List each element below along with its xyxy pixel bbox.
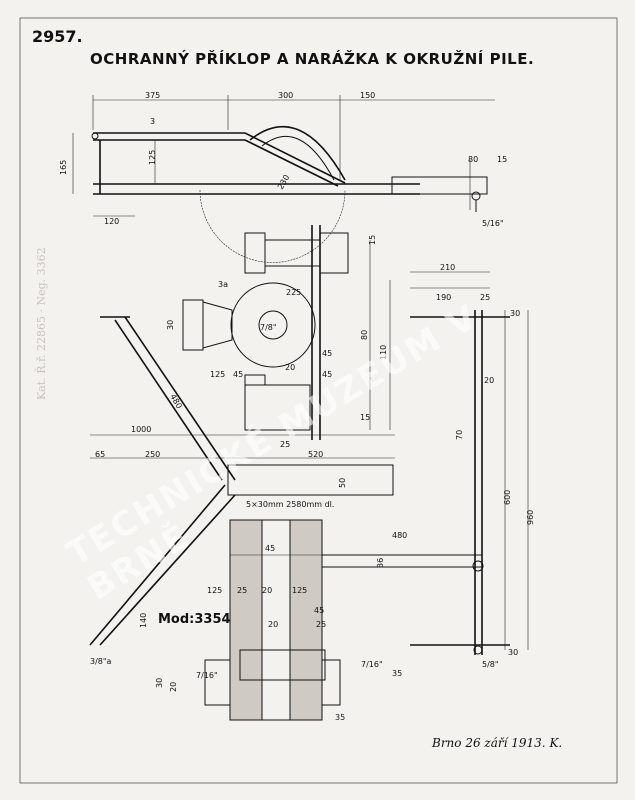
dimension-label: 210 xyxy=(440,263,455,272)
dimension-label: 45 xyxy=(314,606,324,615)
dimension-label: 15 xyxy=(360,413,370,422)
dimension-label: 20 xyxy=(484,376,494,385)
dimension-label: 35 xyxy=(335,713,345,722)
dimension-label: 5×30mm 2580mm dl. xyxy=(246,500,334,509)
dimension-label: 45 xyxy=(265,544,275,553)
dimension-label: 165 xyxy=(59,160,68,175)
dimension-label: 480 xyxy=(392,531,407,540)
dimension-label: 20 xyxy=(268,620,278,629)
dimension-label: 7/8" xyxy=(260,323,277,332)
dimension-label: 125 xyxy=(292,586,307,595)
dimension-label: 960 xyxy=(526,510,535,525)
dimension-label: 3a xyxy=(218,280,228,289)
dimension-label: 45 xyxy=(322,349,332,358)
dimension-label: 3 xyxy=(150,117,155,126)
dimension-label: 480 xyxy=(168,393,183,411)
dimension-label: 50 xyxy=(338,478,347,488)
dimension-label: 190 xyxy=(436,293,451,302)
dimension-label: 120 xyxy=(104,217,119,226)
dimension-label: 45 xyxy=(322,370,332,379)
stop-bracket-view: 210 190 25 30 20 70 600 960 480 36 30 5/… xyxy=(321,263,535,669)
dimension-label: 15 xyxy=(368,235,377,245)
bolt-ring-view: 3a 225 30 7/8" 25 125 45 20 45 15 45 80 … xyxy=(166,225,391,449)
dimension-label: 45 xyxy=(233,370,243,379)
brace-view: 480 1000 65 250 520 50 5×30mm 2580mm dl.… xyxy=(89,316,395,666)
dimension-label: 375 xyxy=(145,91,160,100)
dimension-label: 30 xyxy=(166,320,175,330)
dimension-label: 35 xyxy=(392,669,402,678)
sheet-border xyxy=(19,17,618,784)
dimension-label: 125 xyxy=(148,150,157,165)
dimension-label: 250 xyxy=(145,450,160,459)
dimension-label: 25 xyxy=(316,620,326,629)
sheet-number: 2957. xyxy=(32,27,83,46)
dimension-label: 20 xyxy=(285,363,295,372)
dimension-label: 125 xyxy=(210,370,225,379)
dimension-label: 520 xyxy=(308,450,323,459)
dimension-label: 1000 xyxy=(131,425,151,434)
dimension-label: 5/8" xyxy=(482,660,499,669)
dimension-label: 65 xyxy=(95,450,105,459)
dimension-label: 25 xyxy=(480,293,490,302)
dimension-label: 30 xyxy=(155,678,164,688)
dimension-label: 7/16" xyxy=(361,660,383,669)
dimension-label: 150 xyxy=(360,91,375,100)
dimension-label: 20 xyxy=(169,682,178,692)
signature: Brno 26 září 1913. K. xyxy=(432,736,563,750)
dimension-label: 80 xyxy=(360,330,369,340)
dimension-label: 30 xyxy=(508,648,518,657)
dimension-label: 36 xyxy=(376,558,385,568)
dimension-label: 30 xyxy=(510,309,520,318)
dimension-label: 5/16" xyxy=(482,219,504,228)
dimension-label: 125 xyxy=(207,586,222,595)
dimension-label: 110 xyxy=(379,345,388,360)
dimension-label: 25 xyxy=(237,586,247,595)
guard-arm-view: 375 300 150 3 125 165 120 230 80 15 5/16… xyxy=(59,91,507,263)
pencil-note: Kat. Ř.ř. 22865 · Neg. 3362 xyxy=(35,247,48,400)
dimension-label: 230 xyxy=(276,173,291,191)
dimension-label: 600 xyxy=(503,490,512,505)
dimension-label: 70 xyxy=(455,430,464,440)
section-view: 45 125 25 20 125 45 20 25 30 20 7/16" 7/… xyxy=(155,519,402,722)
dimension-label: 80 xyxy=(468,155,478,164)
dimension-label: 7/16" xyxy=(196,671,218,680)
model-label: Mod:3354 xyxy=(158,612,231,627)
dimension-label: 20 xyxy=(262,586,272,595)
dimension-label: 15 xyxy=(497,155,507,164)
drawing-title: OCHRANNÝ PŘÍKLOP A NARÁŽKA K OKRUŽNÍ PIL… xyxy=(90,50,535,68)
dimension-label: 25 xyxy=(280,440,290,449)
dimension-label: 300 xyxy=(278,91,293,100)
dimension-label: 225 xyxy=(286,288,301,297)
dimension-label: 3/8"a xyxy=(90,657,112,666)
dimension-label: 140 xyxy=(139,613,148,628)
